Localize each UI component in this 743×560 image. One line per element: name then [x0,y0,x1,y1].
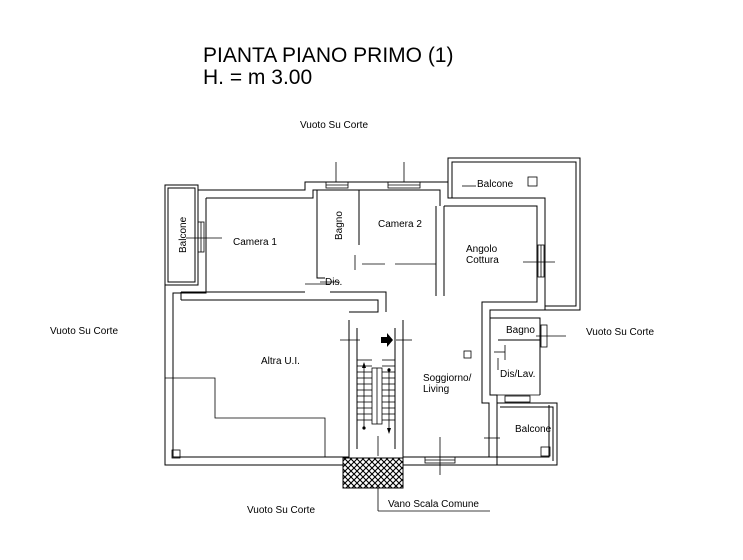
plan-title: PIANTA PIANO PRIMO (1) [203,44,453,67]
altra-ui-area [165,377,326,459]
label-vuoto-right: Vuoto Su Corte [586,327,654,338]
stair-core [340,320,412,465]
outer-walls [164,181,558,466]
reference-ticks [186,162,566,475]
label-living: Living [423,384,449,395]
label-camera-2: Camera 2 [378,219,422,230]
label-soggiorno: Soggiorno/ [423,373,472,384]
label-balcone-left: Balcone [178,216,189,253]
label-bagno-right: Bagno [506,325,535,336]
label-dis-lav: Dis/Lav. [500,369,535,380]
label-altra-ui: Altra U.I. [261,356,300,367]
entry-arrow-icon [381,333,393,347]
balcone-top-right-area [447,157,581,311]
label-balcone-bottom-right: Balcone [515,424,552,435]
label-cottura: Cottura [466,255,499,266]
label-dis: Dis. [325,277,342,288]
label-vuoto-top: Vuoto Su Corte [300,120,368,131]
label-vuoto-bottom: Vuoto Su Corte [247,505,315,516]
window-marks [197,181,548,464]
label-vuoto-left: Vuoto Su Corte [50,326,118,337]
label-camera-1: Camera 1 [233,237,277,248]
label-vano-scala: Vano Scala Comune [388,499,479,510]
label-balcone-top-right: Balcone [477,179,514,190]
balcone-bottom-right-area [497,402,558,465]
interior-walls [305,190,541,396]
stair-entrance-hatch [342,457,404,489]
label-angolo: Angolo [466,244,498,255]
label-bagno-top: Bagno [334,211,345,240]
plan-height: H. = m 3.00 [203,66,312,89]
